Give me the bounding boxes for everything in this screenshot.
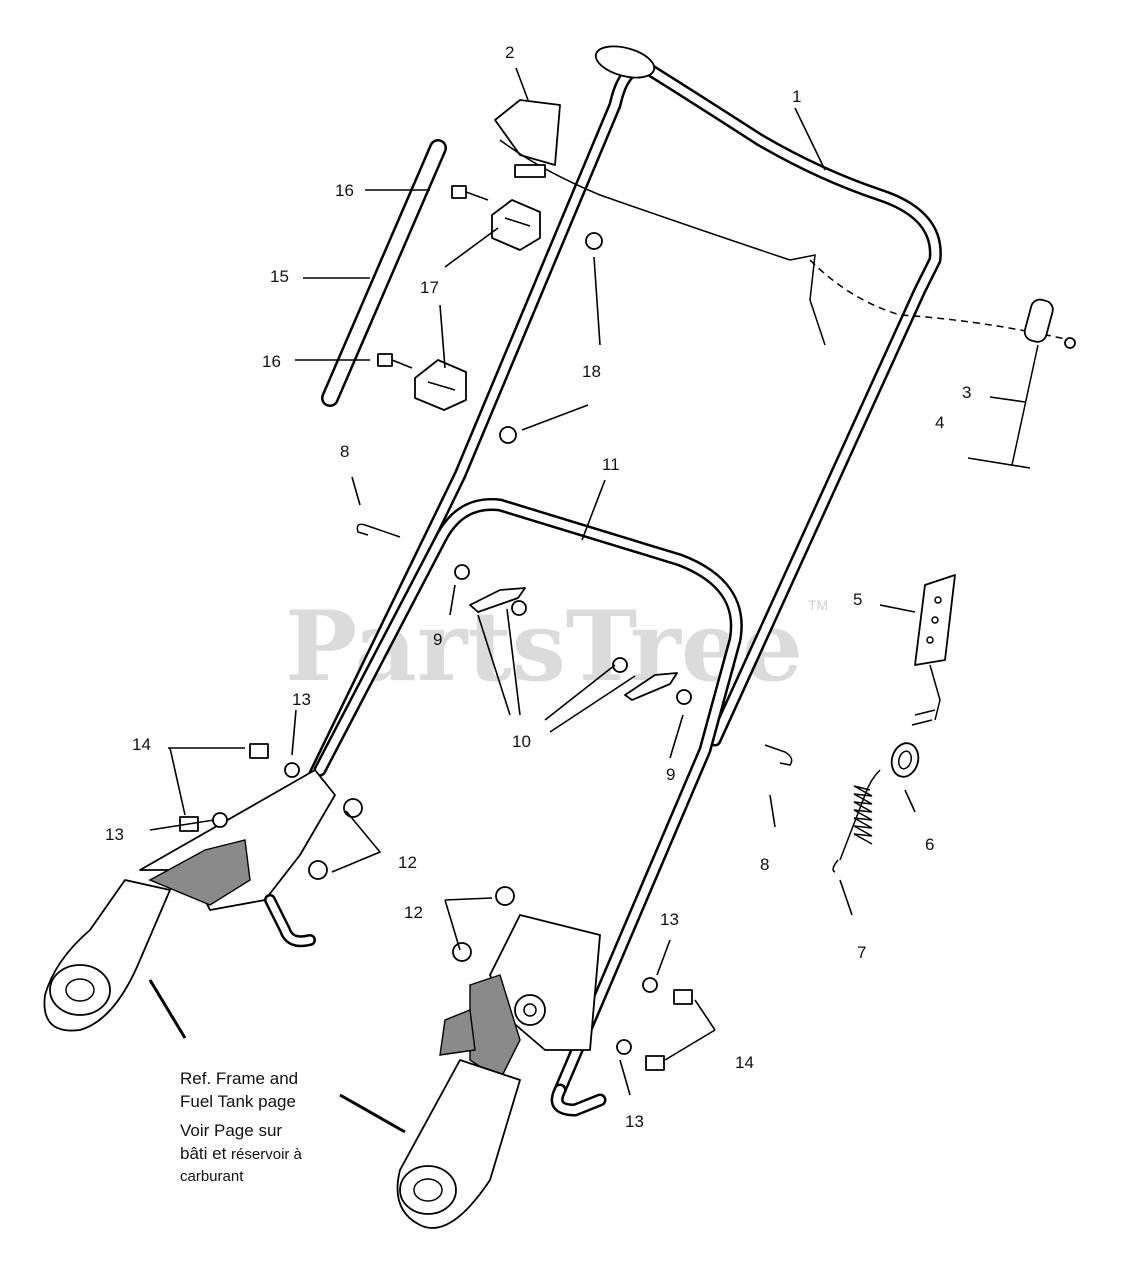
callout-6: 6 [925, 835, 934, 854]
callout-8-upper: 8 [340, 442, 349, 461]
callout-12-right: 12 [404, 903, 423, 922]
reference-note-line5: carburant [180, 1168, 244, 1185]
callout-13-top-left: 13 [292, 690, 311, 709]
leader-lines [148, 67, 1031, 1134]
nut-18-upper [585, 232, 603, 250]
j-bolt-upper [356, 523, 401, 538]
cable-path [809, 259, 1071, 341]
clamp-upper [491, 199, 541, 251]
callout-7: 7 [857, 943, 866, 962]
upper-handle [305, 45, 942, 787]
callout-12-left: 12 [398, 853, 417, 872]
nut-18-lower [499, 426, 517, 444]
callout-16-lower: 16 [262, 352, 281, 371]
bail-lever [494, 99, 826, 346]
callout-8-lower: 8 [760, 855, 769, 874]
right-bracket [396, 914, 601, 1229]
callout-4: 4 [935, 413, 944, 432]
left-bracket [43, 769, 336, 1032]
cable-sleeve [1011, 298, 1076, 466]
left-fasteners [179, 743, 363, 880]
watermark-trademark: TM [808, 597, 828, 613]
callout-18: 18 [582, 362, 601, 381]
control-bracket [914, 574, 956, 721]
j-bolt-lower [764, 744, 793, 766]
callout-3: 3 [962, 383, 971, 402]
callout-16-upper: 16 [335, 181, 354, 200]
reference-note-line3: Voir Page sur [180, 1121, 282, 1140]
callout-11: 11 [602, 455, 620, 474]
right-fasteners [452, 886, 693, 1071]
reference-note-line4b: réservoir à [231, 1146, 303, 1163]
callout-17: 17 [420, 278, 439, 297]
callout-14-right: 14 [735, 1053, 754, 1072]
callouts: 1 2 3 4 5 6 7 8 8 9 9 10 11 12 12 13 13 … [105, 43, 971, 1131]
callout-5: 5 [853, 590, 862, 609]
reference-note-line4a: bâti et [180, 1144, 231, 1163]
callout-13-top-right: 13 [660, 910, 679, 929]
callout-14-left: 14 [132, 735, 151, 754]
spring [832, 769, 881, 873]
callout-13-bottom-left: 13 [105, 825, 124, 844]
callout-15: 15 [270, 267, 289, 286]
reference-note-line4: bâti et réservoir à [180, 1144, 303, 1163]
callout-2: 2 [505, 43, 514, 62]
callout-9-right: 9 [666, 765, 675, 784]
callout-1: 1 [792, 87, 801, 106]
callout-9-left: 9 [433, 630, 442, 649]
clamp-lower [414, 359, 467, 411]
knob-left [454, 564, 527, 616]
callout-13-bottom-right: 13 [625, 1112, 644, 1131]
bolt-16-upper [451, 185, 489, 201]
eyelet [890, 709, 936, 778]
reference-note: Ref. Frame and Fuel Tank page Voir Page … [180, 1069, 303, 1185]
callout-10: 10 [512, 732, 531, 751]
bolt-16-lower [377, 353, 413, 369]
lower-handle [313, 497, 743, 1117]
reference-note-line1: Ref. Frame and [180, 1069, 298, 1088]
knob-right [612, 657, 692, 705]
reference-note-line2: Fuel Tank page [180, 1092, 296, 1111]
